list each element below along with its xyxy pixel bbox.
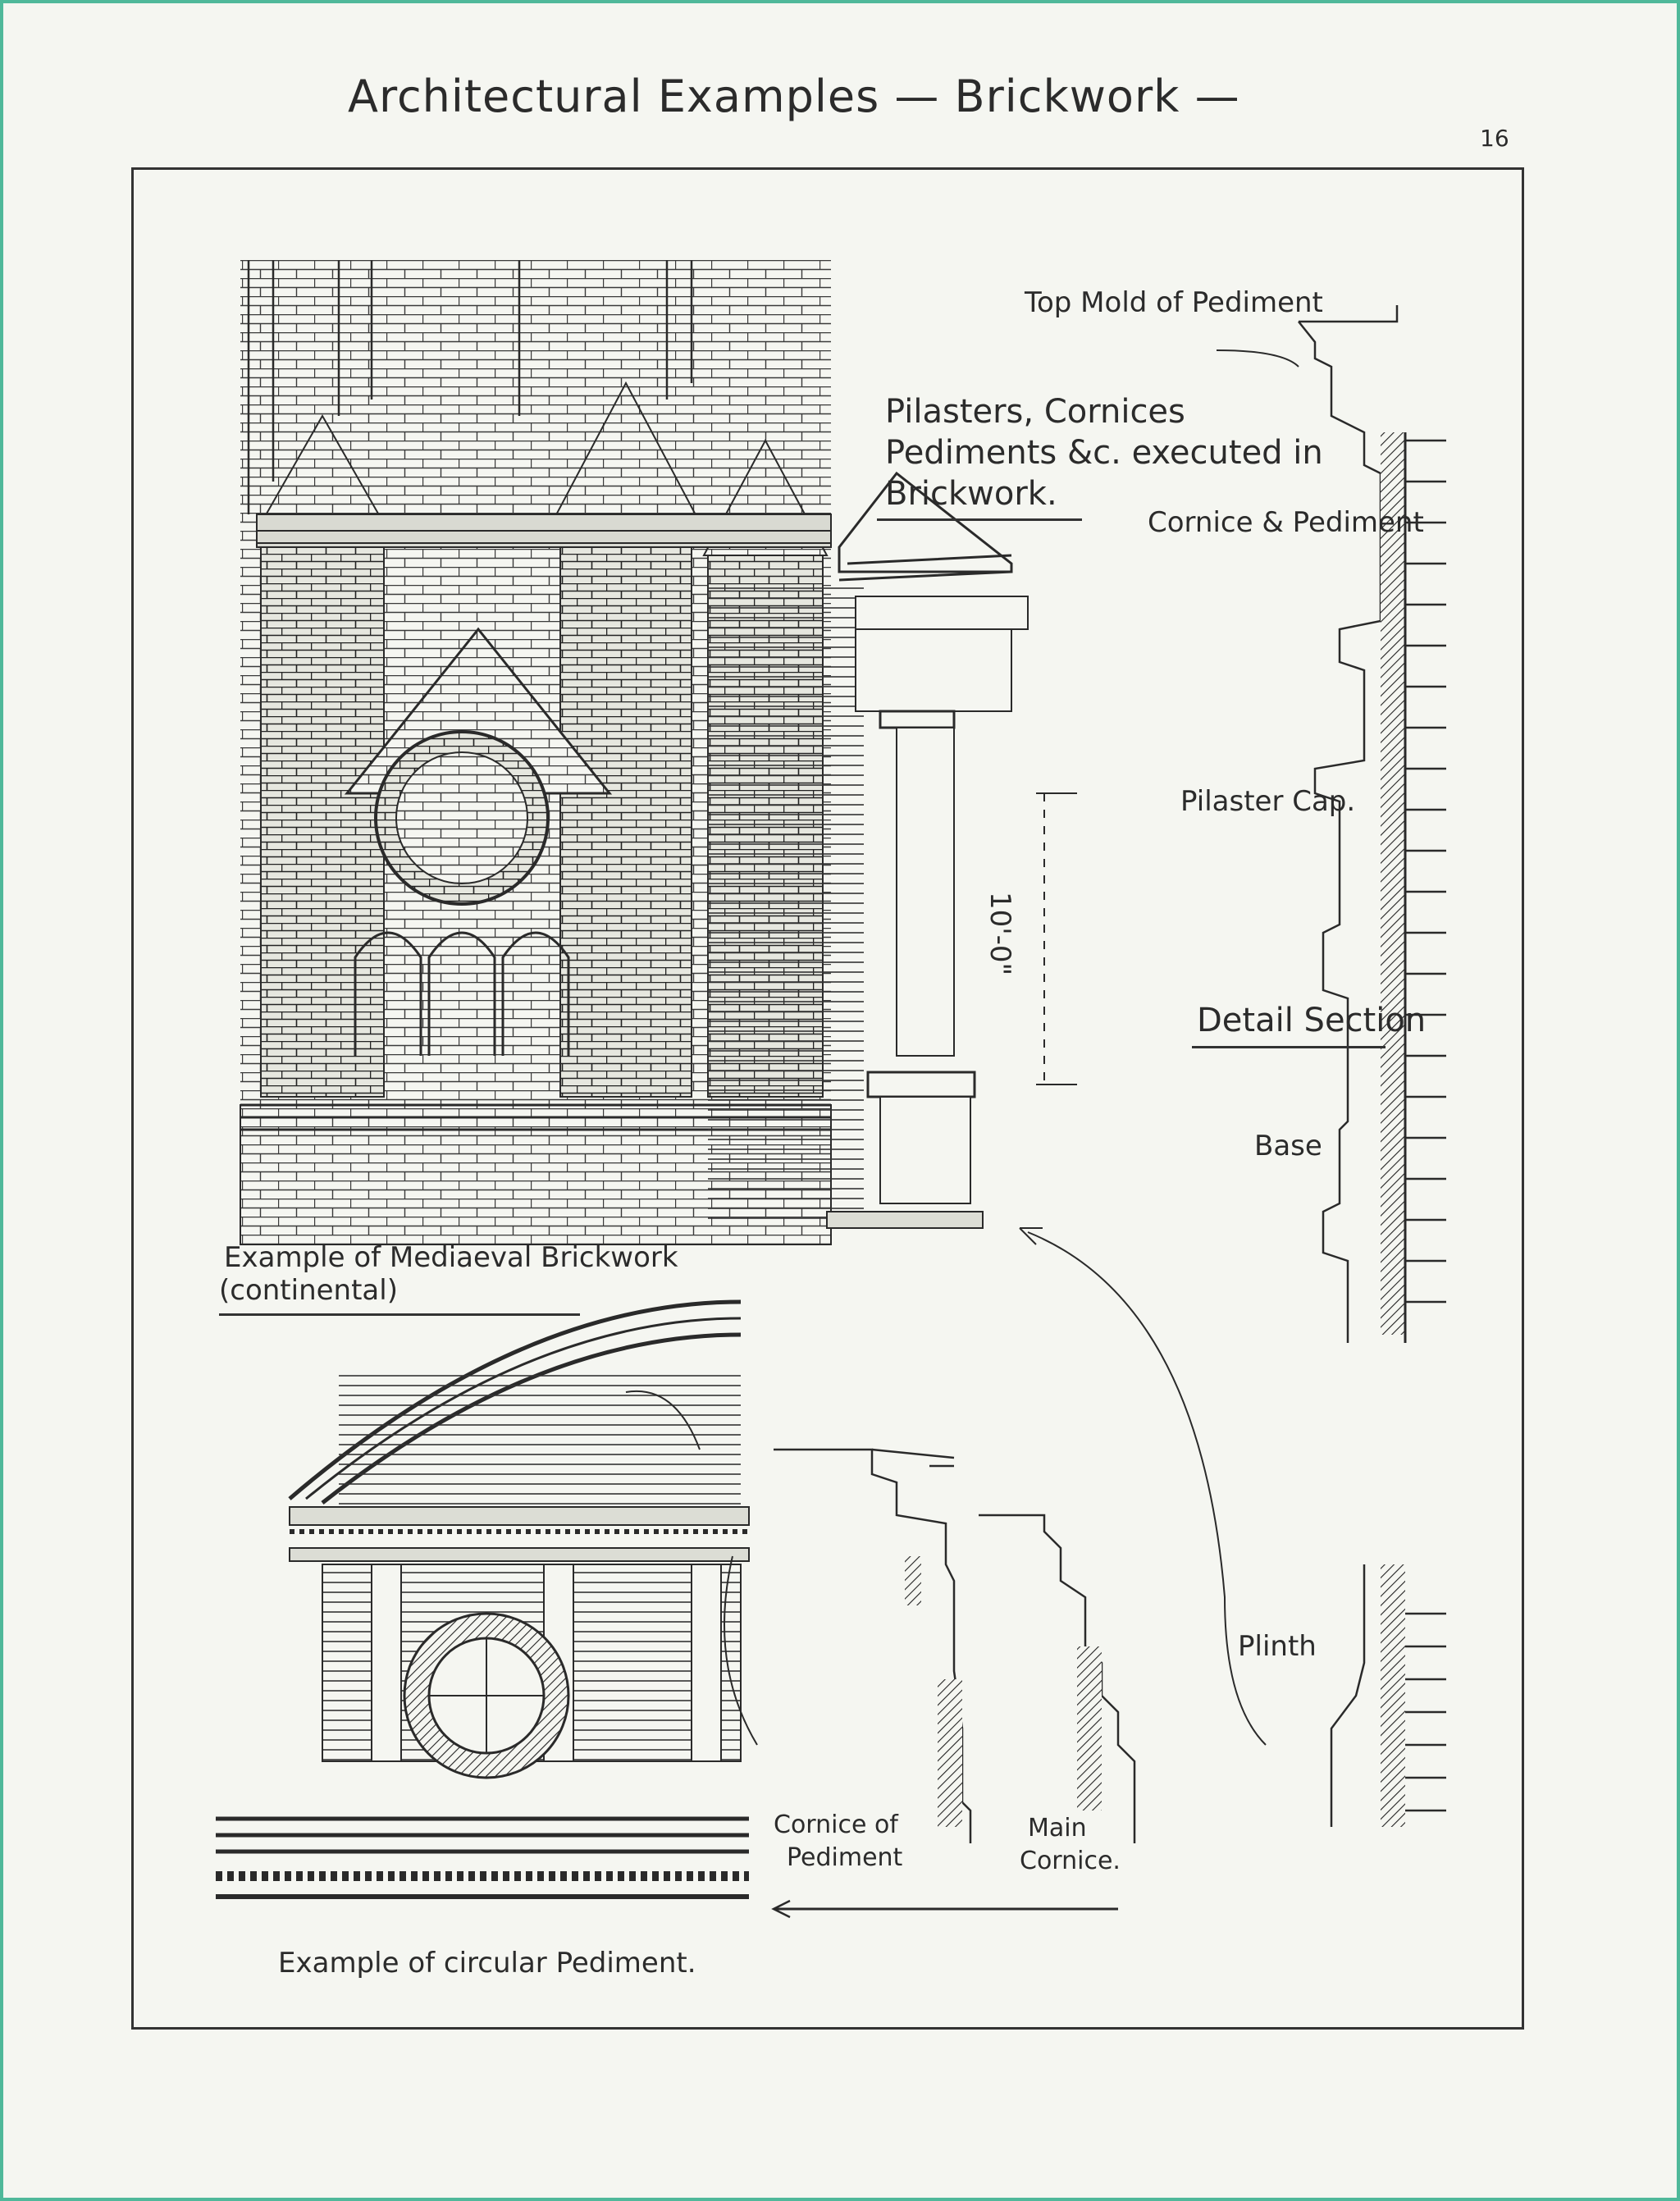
detail-section-underline [1192,1046,1386,1048]
intro-line-1: Pilasters, Cornices [885,393,1185,431]
architectural-drawing [216,260,1446,1919]
pilaster-elevation-drawing [708,471,1267,1746]
label-cornice-of-pediment-2: Pediment [787,1843,903,1872]
detail-section-drawing [1216,305,1446,1827]
caption-medieval-2: (continental) [219,1274,398,1307]
cornice-sections-drawing [625,1390,1136,1919]
caption-circular-pediment: Example of circular Pediment. [278,1947,696,1980]
intro-line-2: Pediments &c. executed in [885,434,1323,472]
label-cornice-of-pediment-1: Cornice of [774,1811,898,1839]
circular-pediment-drawing [216,1299,750,1899]
label-detail-section: Detail Section [1197,1002,1427,1039]
drawing-frame: Top Mold of Pediment Pilasters, Cornices… [131,167,1524,2030]
caption-medieval-underline [219,1313,580,1316]
label-top-mold: Top Mold of Pediment [1025,286,1323,319]
label-main-cornice-2: Cornice. [1020,1847,1121,1875]
dimension-label: 10'-0" [984,892,1016,976]
page-title: Architectural Examples — Brickwork — [348,71,1240,122]
label-pilaster-cap: Pilaster Cap. [1180,785,1356,818]
caption-medieval-1: Example of Mediaeval Brickwork [224,1241,678,1274]
label-cornice-pediment: Cornice & Pediment [1148,506,1424,539]
page-number: 16 [1480,125,1509,152]
intro-underline [877,518,1082,521]
label-main-cornice-1: Main [1028,1814,1087,1843]
intro-line-3: Brickwork. [885,475,1057,513]
label-plinth: Plinth [1238,1630,1317,1663]
label-base: Base [1254,1130,1322,1162]
